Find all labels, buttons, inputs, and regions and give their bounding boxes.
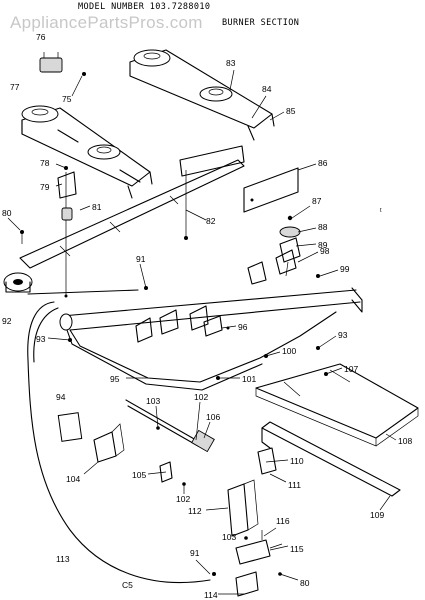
callout-102-bottom: 102	[176, 494, 190, 504]
callout-80-top: 80	[2, 208, 12, 218]
section-title: BURNER SECTION	[222, 18, 299, 28]
part-valve-left	[247, 261, 267, 285]
callout-78: 78	[40, 158, 50, 168]
part-94-pad	[57, 412, 83, 442]
part-96-valves	[135, 305, 230, 343]
callout-89: 89	[318, 240, 328, 250]
part-87-screw	[287, 215, 293, 221]
callout-77: 77	[10, 82, 20, 92]
callout-86: 86	[318, 158, 328, 168]
part-88-valve	[279, 226, 301, 238]
callout-112: 112	[188, 506, 202, 516]
callout-108: 108	[398, 436, 412, 446]
stray-mark: ᵗ	[380, 206, 382, 216]
callout-100: 100	[282, 346, 296, 356]
callout-91-top: 91	[136, 254, 146, 264]
callout-103-top: 103	[146, 396, 160, 406]
callout-104: 104	[66, 474, 80, 484]
tube-inner	[33, 307, 59, 363]
part-76-clip	[39, 52, 63, 73]
part-81-spacer	[61, 172, 73, 298]
callout-116: 116	[276, 516, 290, 526]
callout-84: 84	[262, 84, 272, 94]
callout-103-bottom: 103	[222, 532, 236, 542]
part-116-valve	[235, 530, 283, 565]
part-108-plate	[255, 363, 419, 447]
callout-105: 105	[132, 470, 146, 480]
callout-91-bottom: 91	[190, 548, 200, 558]
callout-87: 87	[312, 196, 322, 206]
part-104-bracket	[93, 423, 125, 463]
part-113-tube	[27, 301, 211, 584]
callout-93-left: 93	[36, 334, 46, 344]
callout-113: 113	[56, 554, 70, 564]
callout-88: 88	[318, 222, 328, 232]
callout-82: 82	[206, 216, 216, 226]
callout-107: 107	[344, 364, 358, 374]
left-burner-assembly	[21, 105, 153, 199]
callout-96: 96	[238, 322, 248, 332]
part-89-valve	[279, 237, 301, 277]
part-99-screw	[316, 274, 320, 278]
part-91b-fitting	[212, 572, 216, 576]
callout-80-bottom: 80	[300, 578, 310, 588]
part-86-shield	[243, 167, 299, 213]
burner-base-crossbar	[19, 159, 245, 269]
part-110-bracket	[257, 447, 277, 475]
part-105-bracket	[159, 461, 173, 483]
callout-106: 106	[206, 412, 220, 422]
part-106-thermostat	[125, 399, 215, 453]
callout-83: 83	[226, 58, 236, 68]
callout-81: 81	[92, 202, 102, 212]
callout-75: 75	[62, 94, 72, 104]
callout-95: 95	[110, 374, 120, 384]
model-number-title: MODEL NUMBER 103.7288010	[78, 2, 210, 12]
part-92-regulator	[3, 272, 33, 293]
callout-102-top: 102	[194, 392, 208, 402]
callout-85: 85	[286, 106, 296, 116]
callout-114: 114	[204, 590, 218, 600]
part-109-broiler-tube	[261, 421, 401, 497]
callout-109: 109	[370, 510, 384, 520]
callout-115: 115	[290, 544, 304, 554]
callout-101: 101	[242, 374, 256, 384]
part-115-bracket	[235, 571, 259, 597]
callout-110: 110	[290, 456, 304, 466]
callout-92: 92	[2, 316, 12, 326]
callout-79: 79	[40, 182, 50, 192]
part-103b-screw	[244, 536, 248, 540]
part-98-valve	[275, 249, 297, 275]
callout-98: 98	[320, 246, 330, 256]
part-95-manifold	[59, 287, 363, 391]
callout-93-right: 93	[338, 330, 348, 340]
watermark-text: AppliancePartsPros.com	[10, 13, 203, 32]
part-75-screw	[82, 72, 86, 76]
leader-lines	[7, 69, 397, 595]
part-112-bracket	[227, 479, 259, 537]
part-82-bracket	[179, 145, 245, 240]
callout-76: 76	[36, 32, 46, 42]
callout-111: 111	[288, 480, 301, 490]
page-code: C5	[122, 580, 133, 590]
callout-94: 94	[56, 392, 66, 402]
part-78-79-clip	[57, 166, 77, 199]
gas-line	[27, 289, 139, 295]
right-burner-assembly	[129, 49, 275, 141]
callout-99: 99	[340, 264, 350, 274]
